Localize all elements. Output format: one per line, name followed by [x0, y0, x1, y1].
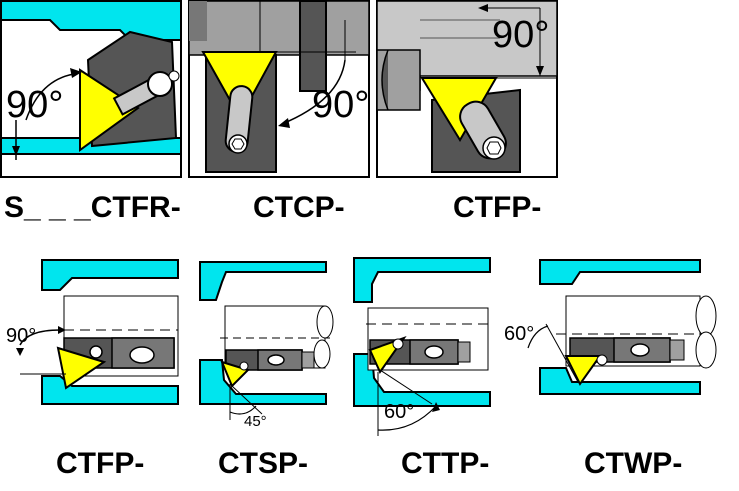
label-ctsp: CTSP-: [218, 447, 308, 480]
panel-cttp: [353, 257, 491, 436]
panel-ctwp: [527, 259, 717, 395]
label-ctfr: S_ _ _CTFR-: [4, 191, 181, 224]
insert-ctwp: [564, 355, 602, 386]
panel-ctfp-top: [376, 0, 558, 178]
angle-ctfp-top: 90°: [492, 14, 550, 56]
label-ctwp: CTWP-: [584, 447, 683, 480]
panel-ctcp: [188, 0, 370, 178]
angle-ctfp-bottom: 90°: [6, 325, 37, 347]
panel-ctfr: [0, 0, 182, 178]
label-ctfp-top: CTFP-: [453, 191, 542, 224]
insert-ctfp-bottom: [56, 346, 107, 390]
angle-ctwp: 60°: [504, 323, 535, 345]
label-ctcp: CTCP-: [253, 191, 345, 224]
label-cttp: CTTP-: [401, 447, 490, 480]
angle-ctcp: 90°: [312, 84, 370, 126]
angle-ctsp: 45°: [244, 413, 267, 430]
insert-ctfr: [79, 68, 140, 152]
label-ctfp-bottom: CTFP-: [56, 447, 145, 480]
angle-cttp: 60°: [384, 401, 415, 423]
panel-ctfp-bottom: [16, 259, 179, 405]
insert-ctcp: [201, 51, 278, 121]
angle-ctfr: 90°: [6, 84, 64, 126]
panel-ctsp: [199, 261, 334, 420]
